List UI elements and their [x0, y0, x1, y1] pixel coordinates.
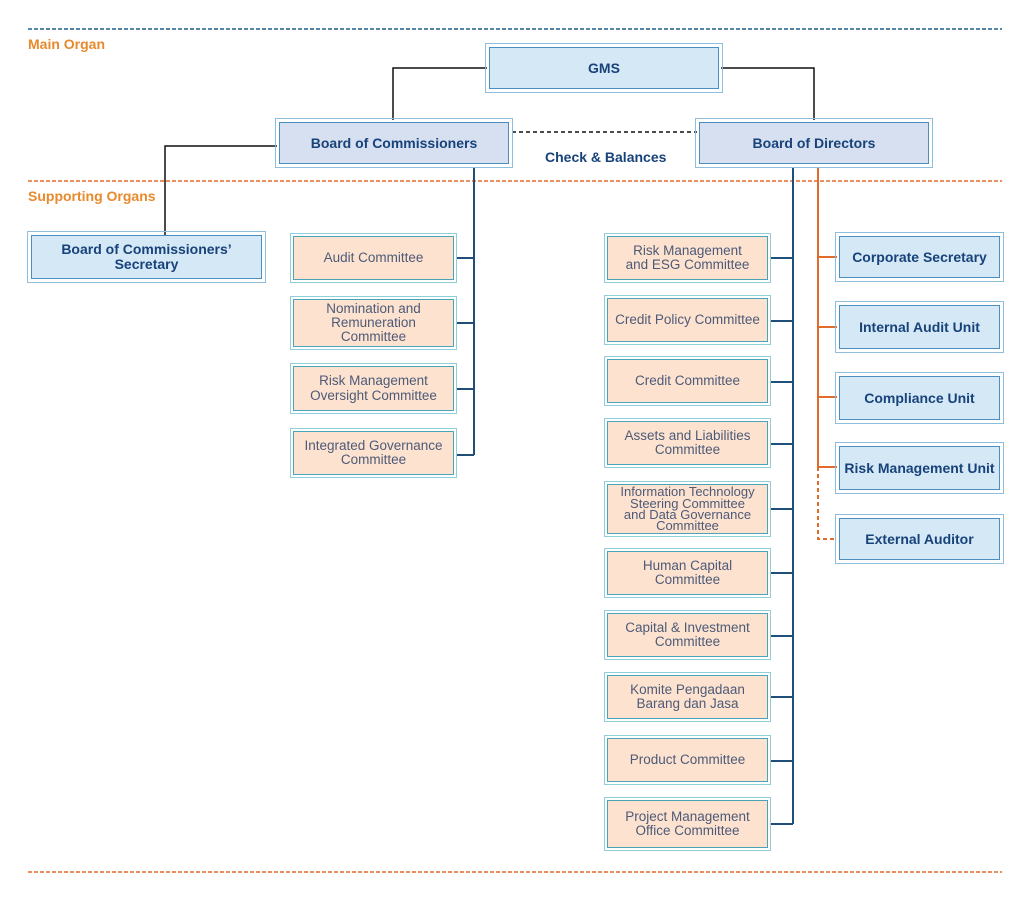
committee-line: Committee — [654, 634, 721, 649]
committee-line: Nomination and — [326, 300, 421, 316]
committee-line: Remuneration — [331, 314, 416, 330]
bod-committee-box[interactable]: Credit Policy Committee — [604, 295, 771, 345]
committee-line: Committee — [654, 572, 721, 587]
committee-line: and Data Governance — [623, 507, 752, 522]
external-auditor-label: External Auditor — [865, 530, 974, 547]
gms-to-boc-line — [392, 67, 487, 120]
unit-label: Risk Management Unit — [844, 459, 995, 476]
gms-label: GMS — [588, 59, 620, 76]
external-auditor-dashed-line — [817, 467, 837, 540]
committee-line: Assets and Liabilities — [624, 427, 751, 443]
gms-to-bod-line — [721, 67, 815, 120]
board-of-commissioners-box[interactable]: Board of Commissioners — [275, 118, 513, 168]
board-of-directors-box[interactable]: Board of Directors — [695, 118, 933, 168]
boc-secretary-line-1: Board of Commissioners’ — [61, 241, 232, 258]
compliance-unit-box[interactable]: Compliance Unit — [835, 372, 1004, 424]
bod-committee-box[interactable]: Project Management Office Committee — [604, 797, 771, 851]
committee-line: Credit Policy Committee — [615, 311, 760, 327]
committee-line: Integrated Governance — [304, 437, 443, 453]
external-auditor-box[interactable]: External Auditor — [835, 514, 1004, 564]
check-balances-label: Check & Balances — [545, 149, 667, 165]
committee-line: Risk Management — [319, 373, 428, 389]
boc-committee-box[interactable]: Integrated Governance Committee — [290, 428, 457, 478]
corporate-secretary-box[interactable]: Corporate Secretary — [835, 232, 1004, 282]
boc-secretary-box[interactable]: Board of Commissioners’ Secretary — [27, 231, 266, 283]
bod-committee-box[interactable]: Capital & Investment Committee — [604, 610, 771, 660]
internal-audit-unit-box[interactable]: Internal Audit Unit — [835, 301, 1004, 353]
committee-line: Oversight Committee — [310, 387, 437, 403]
gms-box[interactable]: GMS — [485, 43, 723, 93]
committee-line: Office Committee — [635, 823, 740, 838]
committee-line: Steering Committee — [630, 495, 745, 511]
committee-line: Product Committee — [629, 751, 746, 767]
committee-line: Capital & Investment — [625, 619, 750, 635]
bod-committee-box[interactable]: Information Technology Steering Committe… — [604, 481, 771, 537]
risk-management-unit-box[interactable]: Risk Management Unit — [835, 442, 1004, 494]
committee-line: Committee — [654, 442, 721, 457]
committee-line: Risk Management — [633, 242, 742, 258]
bod-committee-box[interactable]: Assets and Liabilities Committee — [604, 418, 771, 468]
committee-line: Barang dan Jasa — [636, 696, 739, 711]
committee-line: Komite Pengadaan — [630, 681, 745, 697]
boc-committee-box[interactable]: Nomination and Remuneration Committee — [290, 296, 457, 350]
unit-label: Corporate Secretary — [852, 248, 987, 265]
committee-line: Committee — [340, 452, 407, 467]
committee-line: Committee — [656, 518, 719, 534]
boc-secretary-line-2: Secretary — [114, 256, 179, 272]
bod-committee-box[interactable]: Human Capital Committee — [604, 548, 771, 598]
supporting-organs-label: Supporting Organs — [28, 188, 156, 204]
bod-committee-box[interactable]: Komite Pengadaan Barang dan Jasa — [604, 672, 771, 722]
committee-line: Committee — [340, 329, 407, 345]
main-organ-label: Main Organ — [28, 36, 106, 52]
committee-line: and ESG Committee — [625, 257, 750, 272]
committee-line: Project Management — [625, 808, 750, 824]
committee-line: Audit Committee — [323, 249, 424, 265]
unit-label: Compliance Unit — [864, 389, 975, 406]
committee-line: Credit Committee — [634, 372, 741, 388]
boc-committee-box[interactable]: Risk Management Oversight Committee — [290, 363, 457, 414]
boc-to-secretary-line — [164, 145, 277, 235]
boc-label: Board of Commissioners — [310, 134, 478, 151]
committee-line: Information Technology — [620, 484, 755, 500]
bod-label: Board of Directors — [752, 134, 876, 151]
bod-committee-box[interactable]: Risk Management and ESG Committee — [604, 233, 771, 283]
unit-label: Internal Audit Unit — [859, 318, 980, 335]
boc-committee-box[interactable]: Audit Committee — [290, 233, 457, 283]
committee-line: Human Capital — [642, 557, 733, 573]
bod-committee-box[interactable]: Credit Committee — [604, 356, 771, 406]
bod-committee-box[interactable]: Product Committee — [604, 735, 771, 785]
